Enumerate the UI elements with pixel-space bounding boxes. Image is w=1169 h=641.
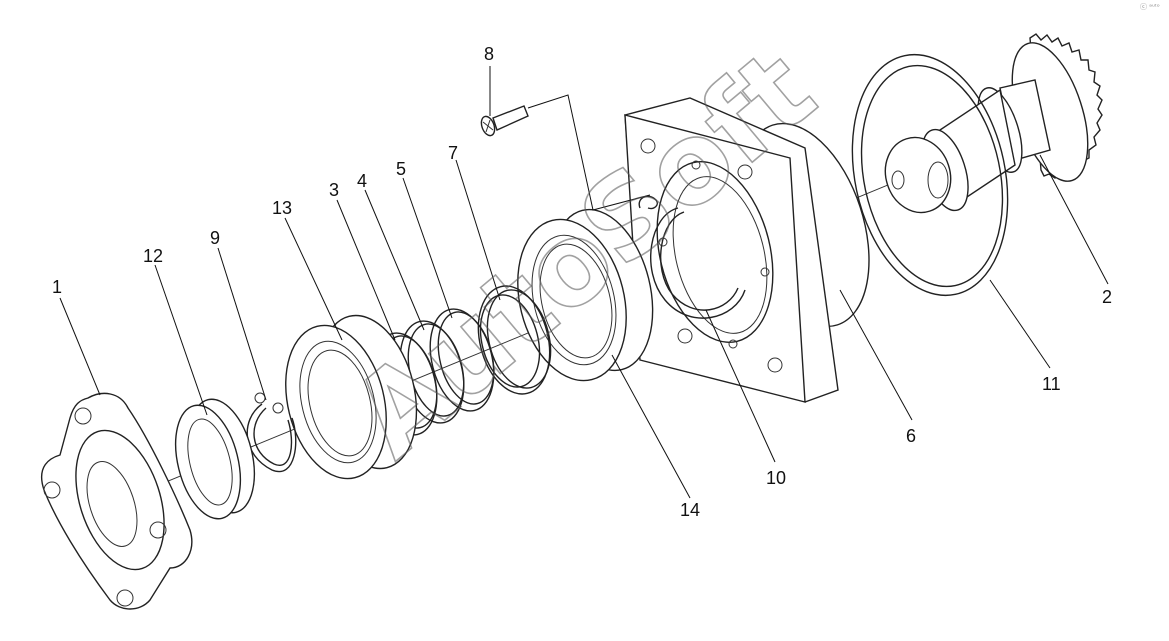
leader-11: [989, 279, 1051, 369]
callout-11: 11: [1042, 374, 1061, 394]
leader-1: [59, 297, 101, 396]
leader-13: [284, 217, 343, 341]
leader-9: [217, 247, 267, 401]
callout-2: 2: [1102, 287, 1112, 307]
part-8-screw: [480, 105, 529, 137]
leader-4: [364, 189, 425, 331]
leader-3: [336, 199, 396, 341]
callout-7: 7: [448, 143, 458, 163]
callout-4: 4: [357, 171, 367, 191]
callout-5: 5: [396, 159, 406, 179]
part-2-bevel-gear-shaft: [884, 33, 1103, 214]
part-12-seal: [174, 398, 256, 520]
leader-2: [1039, 154, 1109, 285]
corner-mark: ⓒ ᵃᵘᵗᵒ: [1140, 3, 1160, 11]
leader-7: [455, 159, 501, 301]
leader-5: [402, 177, 453, 319]
leader-14: [611, 354, 691, 499]
part-13-bearing: [285, 314, 418, 480]
leader-lines: [59, 66, 1109, 499]
callout-1: 1: [52, 277, 62, 297]
part-11-o-ring: [851, 53, 1009, 297]
callout-6: 6: [906, 426, 916, 446]
part-6-housing: [624, 97, 870, 403]
callout-3: 3: [329, 180, 339, 200]
leader-6: [839, 289, 913, 421]
leader-10: [705, 309, 776, 463]
part-9-snap-ring: [246, 392, 297, 473]
leader-screw-axis: [527, 94, 651, 211]
part-10-circlip: [638, 195, 746, 319]
callout-labels: 1 12 9 13 3 4 5 7 8 14 10 6 11 2: [52, 44, 1112, 520]
callout-12: 12: [143, 246, 163, 266]
callout-8: 8: [484, 44, 494, 64]
leader-12: [154, 264, 208, 416]
callout-9: 9: [210, 228, 220, 248]
part-14-bearing: [517, 208, 654, 382]
callout-13: 13: [272, 198, 292, 218]
callout-14: 14: [680, 500, 700, 520]
callout-10: 10: [766, 468, 786, 488]
part-1-flange-cover: [41, 392, 193, 610]
